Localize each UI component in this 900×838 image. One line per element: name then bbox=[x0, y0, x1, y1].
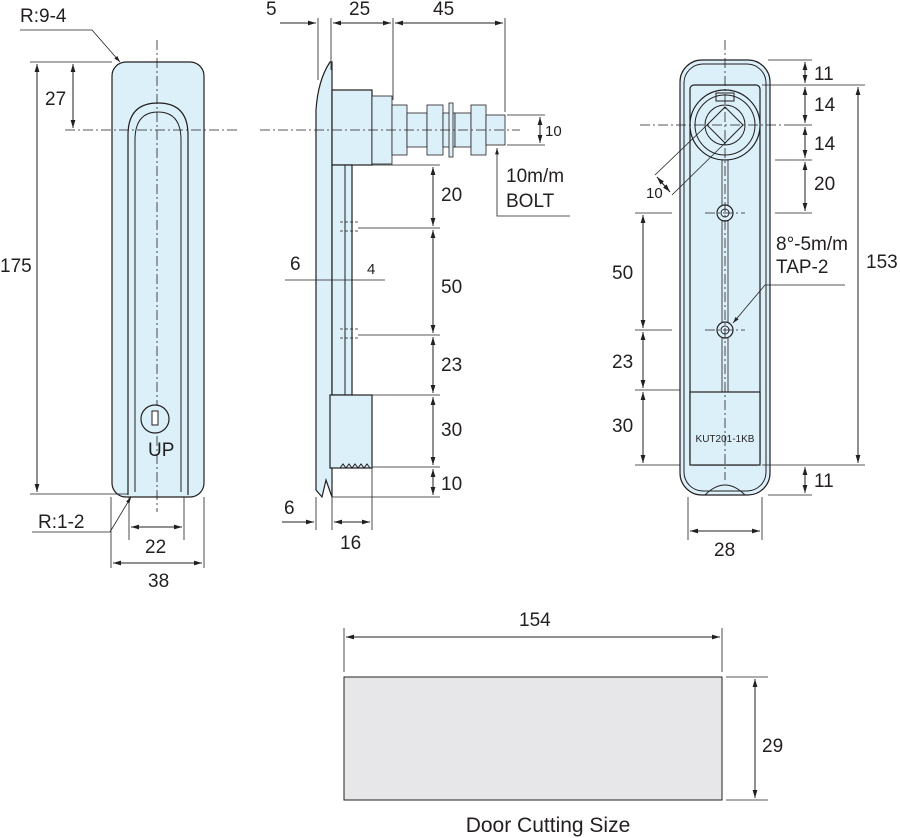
dim-23: 23 bbox=[441, 355, 462, 376]
dim-6-bottom: 6 bbox=[284, 498, 295, 519]
dim-10: 10 bbox=[441, 474, 462, 495]
door-cutout: 154 29 Door Cutting Size bbox=[343, 610, 783, 837]
side-view: 5 25 45 10 10m/m BOLT 20 50 23 30 10 6 4 bbox=[260, 0, 570, 554]
dim-29: 29 bbox=[762, 736, 783, 757]
dim-175: 175 bbox=[0, 256, 32, 277]
dim-5: 5 bbox=[266, 0, 277, 20]
handle-grip bbox=[127, 102, 189, 495]
dim-6-top: 6 bbox=[290, 254, 301, 275]
front-view: UP R:9-4 175 27 R:1-2 22 38 bbox=[0, 6, 240, 592]
side-plate bbox=[315, 61, 333, 499]
dim-square-10: 10 bbox=[646, 185, 663, 202]
dim-154: 154 bbox=[519, 610, 551, 631]
dim-25: 25 bbox=[349, 0, 370, 20]
dim-153: 153 bbox=[866, 252, 898, 273]
side-body bbox=[331, 89, 373, 166]
bolt-label-type: BOLT bbox=[506, 191, 555, 212]
dim-28: 28 bbox=[714, 540, 735, 561]
tap-label-count: TAP-2 bbox=[776, 257, 828, 278]
dim-14b: 14 bbox=[814, 134, 836, 155]
dim-14a: 14 bbox=[814, 95, 836, 116]
dim-30-back: 30 bbox=[612, 416, 633, 437]
dim-4: 4 bbox=[367, 261, 375, 278]
dim-30: 30 bbox=[441, 420, 462, 441]
bolt-label-size: 10m/m bbox=[506, 166, 564, 187]
radius-top-label: R:9-4 bbox=[20, 6, 67, 27]
cutout-caption: Door Cutting Size bbox=[466, 814, 631, 837]
dim-16: 16 bbox=[340, 533, 361, 554]
lock-cylinder-icon bbox=[140, 404, 170, 434]
dim-20-back: 20 bbox=[814, 174, 835, 195]
dim-27: 27 bbox=[45, 89, 66, 110]
dim-38: 38 bbox=[148, 571, 169, 592]
tap-label-size: 8°-5m/m bbox=[776, 234, 848, 255]
dim-bolt-10: 10 bbox=[545, 123, 562, 140]
dim-20: 20 bbox=[441, 185, 462, 206]
dim-50-back: 50 bbox=[612, 263, 633, 284]
dim-top-11: 11 bbox=[814, 64, 834, 85]
radius-bottom-label: R:1-2 bbox=[38, 512, 84, 533]
dim-bottom-11: 11 bbox=[814, 471, 834, 492]
back-view: KUT201-1KB 10 11 14 14 20 153 11 8°-5m/m… bbox=[612, 40, 898, 561]
dim-23-back: 23 bbox=[612, 352, 633, 373]
dim-50: 50 bbox=[441, 277, 462, 298]
dim-22: 22 bbox=[145, 537, 166, 558]
up-label: UP bbox=[148, 440, 174, 461]
dim-45: 45 bbox=[433, 0, 454, 20]
side-latch bbox=[329, 394, 373, 469]
cutout-rect bbox=[343, 676, 723, 801]
